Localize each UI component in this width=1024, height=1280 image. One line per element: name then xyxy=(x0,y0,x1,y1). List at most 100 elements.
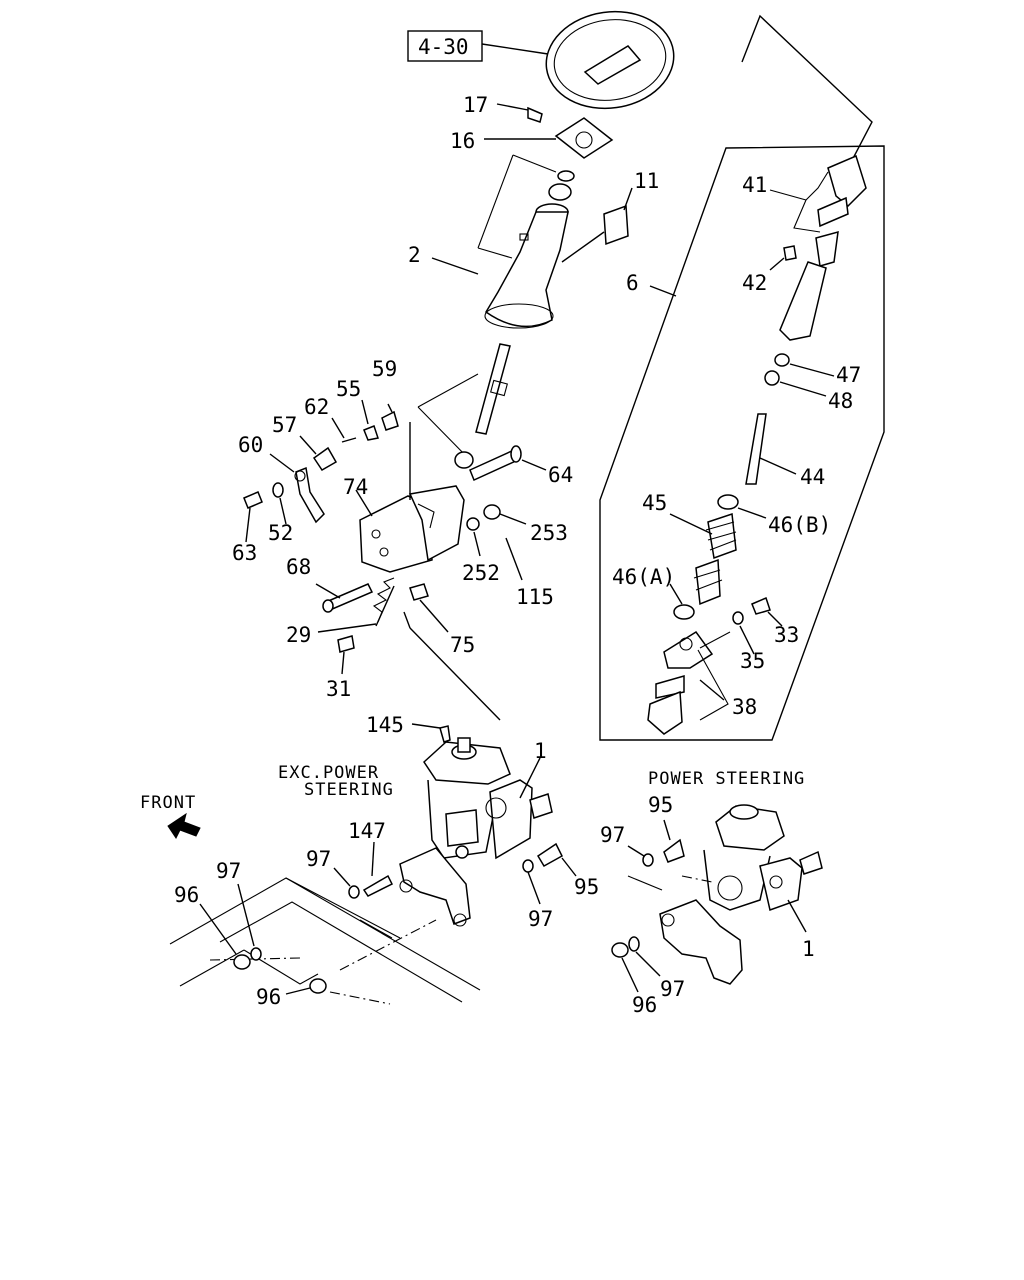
callout-145: 145 xyxy=(366,713,404,737)
nut-96-frame-a xyxy=(233,954,251,970)
spring-29 xyxy=(372,577,395,627)
callout-64: 64 xyxy=(548,463,573,487)
bracket-plate xyxy=(408,485,465,562)
yoke-shaft xyxy=(779,230,839,341)
callout-60: 60 xyxy=(238,433,263,457)
callout-2: 2 xyxy=(408,243,421,267)
callout-96-power: 96 xyxy=(632,993,657,1017)
bolt-68 xyxy=(322,583,374,613)
bolt-147 xyxy=(362,874,394,897)
gear-box-manual xyxy=(399,737,553,927)
bolt-17 xyxy=(527,106,543,123)
bolt-64 xyxy=(469,445,522,482)
callout-1-power: 1 xyxy=(802,937,815,961)
reference-box-4-30[interactable]: 4-30 xyxy=(407,30,483,62)
callout-29: 29 xyxy=(286,623,311,647)
callout-96-frame-a: 96 xyxy=(174,883,199,907)
callout-97-gear-right: 97 xyxy=(528,907,553,931)
column-cover xyxy=(484,203,569,329)
snap-ring-46a xyxy=(673,604,695,620)
steering-shaft xyxy=(454,343,511,469)
label-11 xyxy=(603,204,629,246)
frame-rail xyxy=(169,877,481,1003)
group-6-outline xyxy=(599,145,885,741)
lever-60 xyxy=(294,466,325,524)
seal-48 xyxy=(764,370,780,386)
callout-252: 252 xyxy=(462,561,500,585)
callout-97-gear-left: 97 xyxy=(306,847,331,871)
washer-35 xyxy=(732,611,744,625)
callout-42: 42 xyxy=(742,271,767,295)
callout-95-power: 95 xyxy=(648,793,673,817)
callout-17: 17 xyxy=(463,93,488,117)
callout-68: 68 xyxy=(286,555,311,579)
yoke-lower xyxy=(647,630,714,735)
bolt-75 xyxy=(409,583,429,601)
screw-62 xyxy=(341,437,357,443)
callout-74: 74 xyxy=(343,475,368,499)
gear-box-power xyxy=(659,804,823,985)
callout-38: 38 xyxy=(732,695,757,719)
bolt-95-power xyxy=(663,838,685,863)
callout-48: 48 xyxy=(828,389,853,413)
callout-35: 35 xyxy=(740,649,765,673)
washer-97-left xyxy=(348,885,360,899)
caption-power-steering: POWER STEERING xyxy=(648,769,805,789)
splined-shaft-44 xyxy=(745,413,767,485)
snap-ring-46b xyxy=(717,494,739,510)
callout-147: 147 xyxy=(348,819,386,843)
part-55 xyxy=(363,425,379,441)
callout-16: 16 xyxy=(450,129,475,153)
callout-55: 55 xyxy=(336,377,361,401)
washer-97-power-top xyxy=(642,853,654,867)
callout-47: 47 xyxy=(836,363,861,387)
callout-97-power-bottom: 97 xyxy=(660,977,685,1001)
callout-95-gear: 95 xyxy=(574,875,599,899)
bolt-31 xyxy=(337,635,355,653)
front-arrow-icon xyxy=(167,812,201,839)
caption-exc-power-steering-line2: STEERING xyxy=(304,780,394,800)
caption-front: FRONT xyxy=(140,793,196,813)
washer-97-power-bottom xyxy=(628,936,640,952)
callout-96-frame-b: 96 xyxy=(256,985,281,1009)
callout-41: 41 xyxy=(742,173,767,197)
callout-59: 59 xyxy=(372,357,397,381)
callout-253: 253 xyxy=(530,521,568,545)
bolt-33 xyxy=(751,596,771,615)
reference-box-label: 4-30 xyxy=(418,35,469,59)
steering-wheel xyxy=(545,10,675,110)
bolt-95-left xyxy=(536,842,563,868)
screw-145 xyxy=(439,725,451,743)
clip-ring xyxy=(548,170,575,201)
callout-57: 57 xyxy=(272,413,297,437)
callout-1-manual: 1 xyxy=(534,739,547,763)
callout-33: 33 xyxy=(774,623,799,647)
bracket-16 xyxy=(554,117,614,159)
part-59 xyxy=(381,410,399,431)
universal-joint-41 xyxy=(817,154,867,228)
caption-exc-power-steering-line1: EXC.POWER xyxy=(278,763,379,783)
nut-96-frame-b xyxy=(309,978,327,994)
callout-11: 11 xyxy=(634,169,659,193)
callout-97-frame: 97 xyxy=(216,859,241,883)
callout-52: 52 xyxy=(268,521,293,545)
callout-6: 6 xyxy=(626,271,639,295)
knob-57 xyxy=(312,446,338,471)
callout-44: 44 xyxy=(800,465,825,489)
seal-47 xyxy=(774,353,790,367)
bushing-253 xyxy=(483,504,501,520)
nut-96-power xyxy=(611,942,629,958)
callout-62: 62 xyxy=(304,395,329,419)
callout-97-power-top: 97 xyxy=(600,823,625,847)
plate-74 xyxy=(359,495,433,573)
washer-97-frame xyxy=(250,947,262,961)
callout-46a: 46(A) xyxy=(612,565,675,589)
washer-52 xyxy=(272,482,284,498)
boot-45 xyxy=(693,512,737,606)
callout-31: 31 xyxy=(326,677,351,701)
callout-75: 75 xyxy=(450,633,475,657)
callout-63: 63 xyxy=(232,541,257,565)
nut-252 xyxy=(466,517,480,531)
bolt-63 xyxy=(243,491,263,509)
